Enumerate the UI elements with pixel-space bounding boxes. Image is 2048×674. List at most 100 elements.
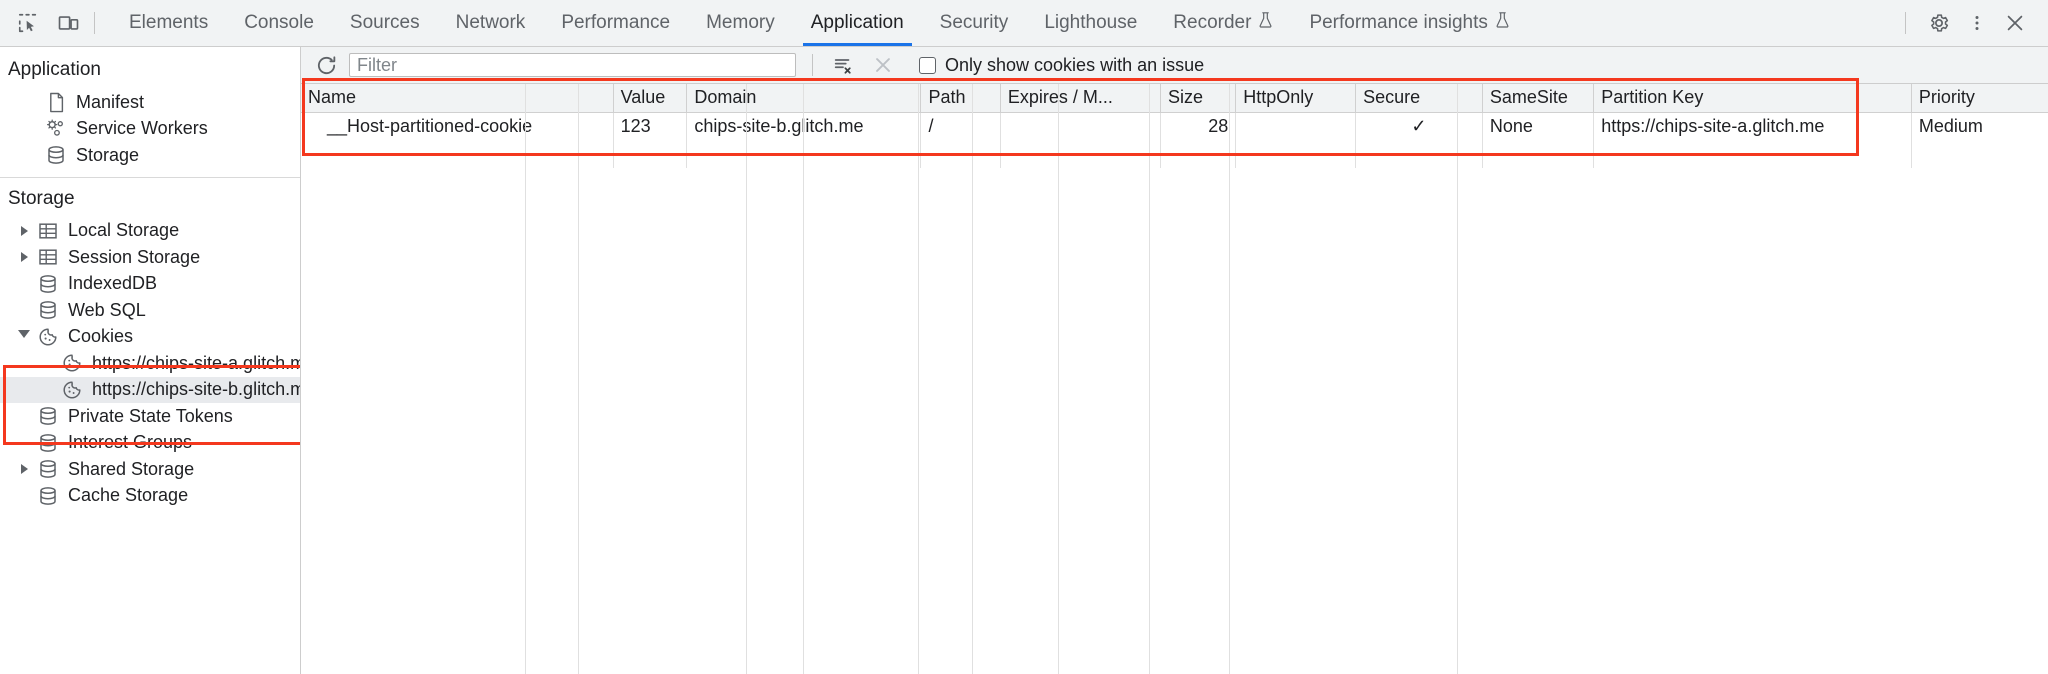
experiment-flask-icon	[1495, 11, 1510, 35]
tab-label: Security	[939, 12, 1009, 33]
sidebar-item-local-storage[interactable]: Local Storage	[0, 218, 300, 245]
tab-sources[interactable]: Sources	[332, 0, 438, 46]
sidebar-item-private-state-tokens[interactable]: Private State Tokens	[0, 403, 300, 430]
tab-label: Sources	[349, 12, 420, 33]
tab-application[interactable]: Application	[793, 0, 922, 46]
sidebar-item-storage[interactable]: Storage	[0, 142, 300, 169]
table-row[interactable]: __Host-partitioned-cookie 123 chips-site…	[301, 112, 2048, 141]
clear-filtered-cookies-icon[interactable]	[827, 51, 859, 79]
sidebar-item-label: Storage	[76, 144, 140, 165]
expand-triangle-icon[interactable]	[14, 464, 34, 475]
document-icon	[42, 92, 70, 113]
sidebar-item-session-storage[interactable]: Session Storage	[0, 244, 300, 271]
table-filler-row	[301, 141, 2048, 168]
tab-memory[interactable]: Memory	[688, 0, 793, 46]
filler-cell	[301, 141, 614, 168]
filler-cell	[920, 141, 1001, 168]
tab-security[interactable]: Security	[922, 0, 1027, 46]
sidebar-item-web-sql[interactable]: Web SQL	[0, 297, 300, 324]
tabbar-right-icons	[1899, 0, 2048, 46]
more-vertical-icon[interactable]	[1958, 4, 1996, 42]
tab-elements[interactable]: Elements	[111, 0, 226, 46]
column-separator	[1149, 84, 1150, 674]
sidebar-item-shared-storage[interactable]: Shared Storage	[0, 456, 300, 483]
filler-cell	[1911, 141, 2048, 168]
sidebar-item-label: Interest Groups	[68, 432, 193, 453]
sidebar-item-service-workers[interactable]: Service Workers	[0, 116, 300, 143]
column-separators	[301, 84, 2048, 674]
sidebar-section-title-application: Application	[8, 59, 101, 80]
filler-cell	[1593, 141, 1912, 168]
sidebar-section-title-storage: Storage	[8, 187, 75, 209]
tab-console[interactable]: Console	[226, 0, 332, 46]
sidebar-item-label: Manifest	[76, 91, 145, 112]
column-header-path[interactable]: Path	[920, 84, 1001, 113]
clear-all-cookies-icon[interactable]	[867, 51, 899, 79]
sidebar-item-indexeddb[interactable]: IndexedDB	[0, 271, 300, 298]
cookies-panel: Filter Only show cookies with an	[301, 47, 2048, 674]
tab-network[interactable]: Network	[438, 0, 544, 46]
column-header-expires[interactable]: Expires / M...	[1000, 84, 1162, 113]
filler-cell	[613, 141, 688, 168]
tab-performance[interactable]: Performance	[543, 0, 688, 46]
sidebar-item-label: Session Storage	[68, 246, 201, 267]
sidebar-item-cookie-origin-b[interactable]: https://chips-site-b.glitch.me	[0, 376, 300, 403]
inspect-element-icon[interactable]	[8, 5, 48, 41]
expand-triangle-icon[interactable]	[14, 252, 34, 263]
filter-placeholder: Filter	[357, 54, 397, 75]
database-icon	[34, 406, 62, 426]
filler-cell	[1235, 141, 1357, 168]
column-header-size[interactable]: Size	[1160, 84, 1237, 113]
column-header-httponly[interactable]: HttpOnly	[1235, 84, 1357, 113]
sidebar-item-manifest[interactable]: Manifest	[0, 89, 300, 116]
column-header-domain[interactable]: Domain	[686, 84, 922, 113]
sidebar-item-cookies[interactable]: Cookies	[0, 324, 300, 351]
column-separator	[1457, 84, 1458, 674]
column-header-partition-key[interactable]: Partition Key	[1593, 84, 1912, 113]
checkbox-box[interactable]	[919, 56, 936, 74]
tab-lighthouse[interactable]: Lighthouse	[1026, 0, 1155, 46]
sidebar-item-label: Web SQL	[68, 299, 146, 320]
cookie-icon	[58, 353, 86, 373]
cell-value: 123	[613, 112, 688, 141]
cell-priority: Medium	[1911, 112, 2048, 141]
experiment-flask-icon	[1258, 11, 1273, 35]
checkbox-label: Only show cookies with an issue	[945, 54, 1205, 75]
cell-path: /	[920, 112, 1001, 141]
database-icon	[34, 300, 62, 320]
database-icon	[34, 274, 62, 294]
column-separator	[972, 84, 973, 674]
tab-label: Application	[810, 12, 904, 33]
database-icon	[34, 433, 62, 453]
column-header-name[interactable]: Name	[301, 84, 614, 113]
device-toolbar-icon[interactable]	[48, 5, 88, 41]
sidebar-divider	[0, 176, 300, 178]
tab-label: Lighthouse	[1044, 12, 1138, 33]
tab-recorder[interactable]: Recorder	[1155, 0, 1291, 46]
column-header-secure[interactable]: Secure	[1355, 84, 1483, 113]
cell-samesite: None	[1482, 112, 1595, 141]
application-sidebar: Application Manifest	[0, 47, 301, 674]
table-header-row: Name Value Domain Path Expires / M... Si…	[301, 84, 2048, 113]
refresh-icon[interactable]	[311, 51, 341, 79]
sidebar-item-cache-storage[interactable]: Cache Storage	[0, 483, 300, 510]
database-icon	[42, 145, 70, 165]
gear-icon[interactable]	[1920, 4, 1958, 42]
service-workers-icon	[42, 118, 70, 139]
tab-performance-insights[interactable]: Performance insights	[1291, 0, 1527, 46]
column-header-samesite[interactable]: SameSite	[1482, 84, 1595, 113]
collapse-triangle-icon[interactable]	[14, 330, 34, 343]
tab-label: Performance	[561, 12, 671, 33]
filler-cell	[1160, 141, 1237, 168]
cell-partition-key: https://chips-site-a.glitch.me	[1593, 112, 1912, 141]
filter-input[interactable]: Filter	[349, 53, 796, 77]
sidebar-item-interest-groups[interactable]: Interest Groups	[0, 430, 300, 457]
close-icon[interactable]	[1996, 4, 2034, 42]
cookies-table: Name Value Domain Path Expires / M... Si…	[301, 84, 2048, 168]
expand-triangle-icon[interactable]	[14, 225, 34, 236]
column-header-value[interactable]: Value	[613, 84, 688, 113]
only-show-issues-checkbox[interactable]: Only show cookies with an issue	[919, 55, 1204, 76]
column-header-priority[interactable]: Priority	[1911, 84, 2048, 113]
sidebar-item-cookie-origin-a[interactable]: https://chips-site-a.glitch.me	[0, 350, 300, 377]
